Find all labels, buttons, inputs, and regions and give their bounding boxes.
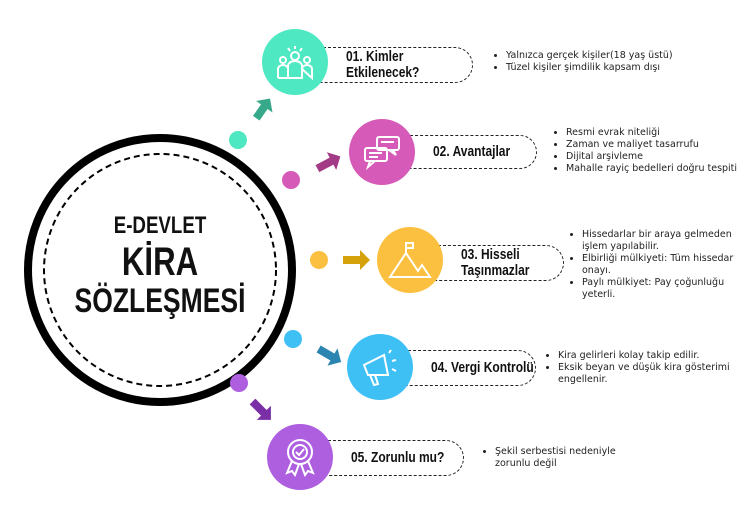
step-1-node (262, 29, 328, 95)
arrow-yellow-icon (343, 250, 370, 270)
title-line-1: E-DEVLET (113, 212, 207, 239)
step-3-node (377, 227, 443, 293)
arrow-purple-icon (249, 398, 271, 420)
dot-purple (230, 374, 248, 392)
chat-bubbles-icon (364, 136, 400, 170)
megaphone-icon (362, 349, 397, 387)
step-4-label-pill: 04. Vergi Kontrolü (403, 350, 536, 386)
title-line-2: KİRA (121, 240, 199, 284)
step-5-node (267, 424, 333, 490)
arrow-teal-icon (252, 98, 273, 121)
award-badge-icon (285, 439, 315, 477)
dot-pink (282, 171, 300, 189)
outer-ring (24, 134, 296, 406)
bullet: Dijital arşivleme (566, 151, 748, 163)
step-4-label: 04. Vergi Kontrolü (431, 359, 534, 376)
step-3-bullets: Hissedarlar bir araya gelmeden işlem yap… (568, 229, 748, 301)
bullet: Tüzel kişiler şimdilik kapsam dışı (506, 62, 746, 74)
bullet: Paylı mülkiyet: Pay çoğunluğu yeterli. (582, 277, 748, 301)
step-5-label: 05. Zorunlu mu? (351, 449, 445, 466)
bullet: Mahalle rayiç bedelleri doğru tespiti (566, 163, 748, 175)
dot-teal (229, 131, 247, 149)
bullet: Resmi evrak niteliği (566, 127, 748, 139)
dot-yellow (310, 251, 328, 269)
bullet: Elbirliği mülkiyeti: Tüm hissedar onayı. (582, 253, 748, 277)
step-2-label-pill: 02. Avantajlar (405, 135, 537, 169)
step-1-label: 01. Kimler Etkilenecek? (346, 48, 420, 81)
bullet: Eksik beyan ve düşük kira gösterimi enge… (558, 362, 748, 386)
bullet: Kira gelirleri kolay takip edilir. (558, 350, 748, 362)
step-3-label-pill: 03. Hisseli Taşınmazlar (433, 245, 564, 281)
step-2-node (349, 119, 415, 185)
step-4-bullets: Kira gelirleri kolay takip edilir. Eksik… (544, 350, 748, 386)
arrow-blue-icon (316, 345, 342, 366)
bullet: Şekil serbestisi nedeniyle zorunlu değil (495, 446, 645, 470)
step-5-bullets: Şekil serbestisi nedeniyle zorunlu değil (481, 446, 645, 470)
step-5-label-pill: 05. Zorunlu mu? (323, 440, 464, 476)
bullet: Zaman ve maliyet tasarrufu (566, 139, 748, 151)
inner-dashed-ring (43, 153, 277, 387)
bullet: Yalnızca gerçek kişiler(18 yaş üstü) (506, 50, 746, 62)
dot-blue (284, 330, 302, 348)
arrow-pink-icon (315, 152, 341, 173)
mountain-flag-icon (388, 242, 432, 278)
people-icon (277, 46, 313, 80)
bullet: Hissedarlar bir araya gelmeden işlem yap… (582, 229, 748, 253)
step-4-node (347, 334, 413, 400)
step-1-bullets: Yalnızca gerçek kişiler(18 yaş üstü) Tüz… (492, 50, 746, 74)
step-2-label: 02. Avantajlar (433, 143, 511, 160)
step-2-bullets: Resmi evrak niteliği Zaman ve maliyet ta… (552, 127, 748, 175)
step-1-label-pill: 01. Kimler Etkilenecek? (318, 47, 473, 83)
title-line-3: SÖZLEŞMESİ (74, 282, 246, 320)
step-3-label: 03. Hisseli Taşınmazlar (461, 246, 530, 279)
